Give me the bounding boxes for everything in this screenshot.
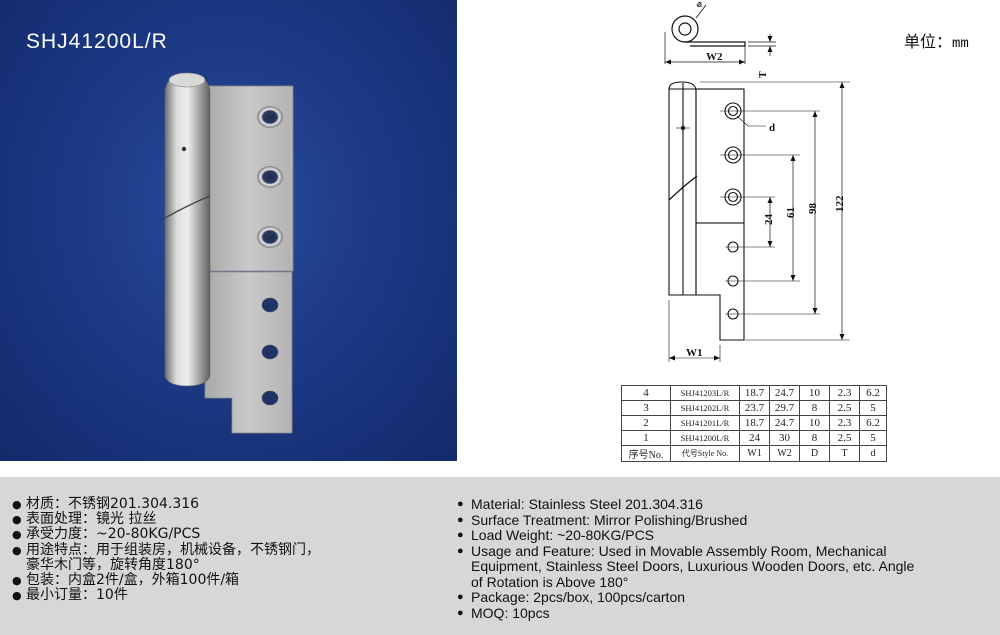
spec-item: Material: Stainless Steel 201.304.316 (457, 496, 914, 513)
spec-item-continuation: 豪华木门等，旋转角度180° (26, 556, 200, 573)
dim-w2: W2 (706, 51, 723, 63)
upper-hole-3 (257, 226, 283, 248)
spec-item: MOQ: 10pcs (457, 605, 914, 622)
spec-item-continuation: Equipment, Stainless Steel Doors, Luxuri… (471, 558, 915, 574)
spec-item: Usage and Feature: Used in Movable Assem… (457, 543, 914, 560)
upper-hole-2 (257, 166, 283, 188)
knuckle-pin-hole (181, 146, 187, 152)
specs-english: Material: Stainless Steel 201.304.316 Su… (457, 496, 915, 622)
spec-item: 包装：内盒2件/盒，外箱100件/箱 (12, 572, 320, 588)
lower-hole-2 (261, 344, 279, 360)
spec-item: Package: 2pcs/box, 100pcs/carton (457, 589, 914, 606)
technical-drawing: φ W2 T (664, 0, 850, 362)
specs-chinese: 材质：不锈钢201.304.316 表面处理：镜光 拉丝 承受力度：~20-80… (12, 496, 320, 604)
spec-item-continuation: of Rotation is Above 180° (471, 573, 629, 590)
spec-item: Load Weight: ~20-80KG/PCS (457, 527, 914, 544)
dim-98: 98 (807, 203, 819, 215)
product-photo-panel: SHJ41200L/R (0, 0, 457, 461)
spec-item: 用途特点：用于组装房，机械设备，不锈钢门， (12, 542, 320, 558)
dim-t: T (758, 71, 769, 78)
dim-phi: φ (693, 0, 705, 9)
spec-item: Surface Treatment: Mirror Polishing/Brus… (457, 512, 914, 529)
dim-w1: W1 (686, 347, 703, 359)
dim-122: 122 (834, 195, 846, 212)
hinge-photo (164, 72, 294, 434)
spec-item: 表面处理：镜光 拉丝 (12, 512, 320, 528)
lower-hole-1 (261, 297, 279, 313)
upper-hole-1 (257, 106, 283, 128)
front-view (668, 81, 850, 362)
product-title: SHJ41200L/R (26, 30, 168, 53)
dim-24: 24 (763, 214, 775, 226)
unit-label: 单位：mm (904, 32, 969, 52)
spec-item: 材质：不锈钢201.304.316 (12, 496, 320, 512)
dim-61: 61 (785, 207, 797, 218)
lower-hole-3 (261, 390, 279, 406)
spec-item: 承受力度：~20-80KG/PCS (12, 527, 320, 543)
top-view (664, 4, 776, 65)
spec-item: 最小订量：10件 (12, 588, 320, 604)
dim-d: d (769, 122, 775, 134)
specifications-band: 材质：不锈钢201.304.316 表面处理：镜光 拉丝 承受力度：~20-80… (0, 477, 1000, 635)
